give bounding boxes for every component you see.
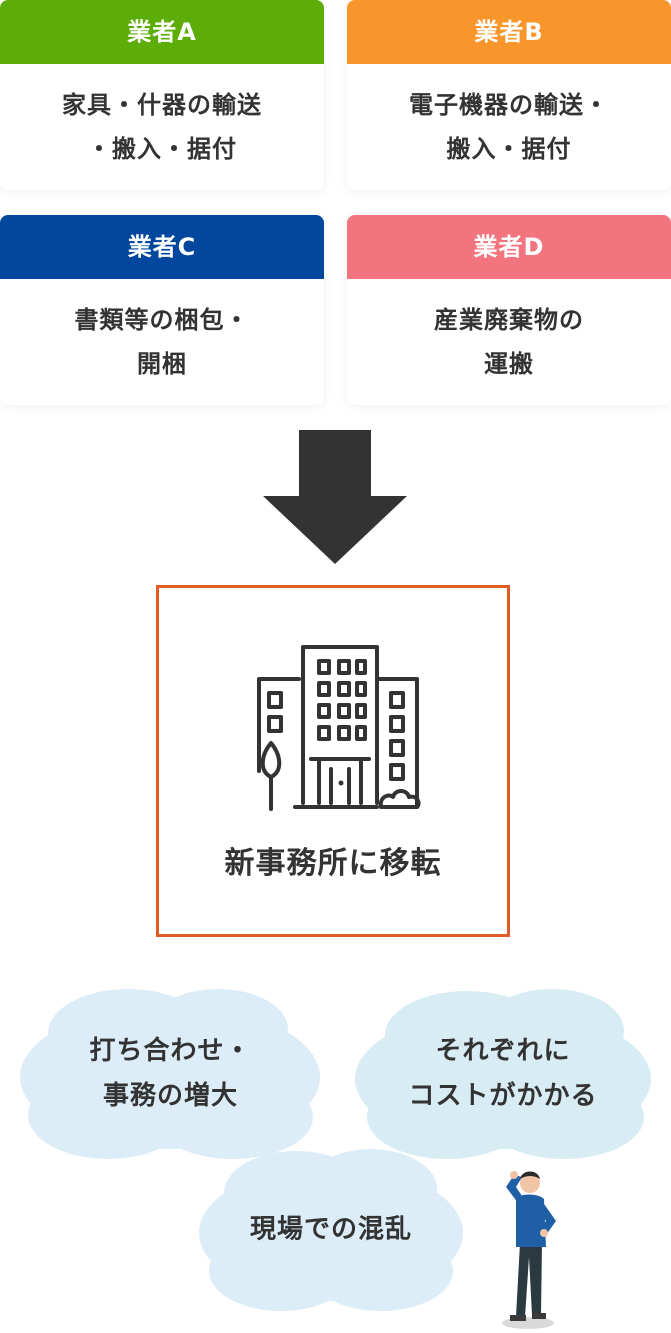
destination-box: 新事務所に移転	[156, 585, 510, 937]
cloud-shape	[199, 1149, 463, 1311]
cloud-shape	[355, 989, 651, 1159]
worried-person-icon	[502, 1171, 556, 1329]
vendor-card-text: 家具・什器の輸送 ・搬入・据付	[62, 91, 262, 163]
office-building-icon	[257, 645, 421, 811]
vendor-card-text: 電子機器の輸送・ 搬入・据付	[409, 91, 609, 163]
problem-text: 現場での混乱	[249, 1214, 412, 1245]
problem-cloud: それぞれに コストがかかる	[352, 985, 654, 1163]
vendor-card-title: 業者C	[0, 215, 324, 279]
problem-cloud: 現場での混乱	[196, 1145, 466, 1315]
problem-text: それぞれに コストがかかる	[408, 1036, 598, 1111]
vendor-card-title: 業者A	[0, 0, 324, 64]
destination-label: 新事務所に移転	[224, 846, 442, 881]
vendor-card-a: 業者A 家具・什器の輸送 ・搬入・据付	[0, 0, 324, 190]
vendor-card-d: 業者D 産業廃棄物の 運搬	[347, 215, 671, 405]
cloud-shape	[20, 989, 320, 1159]
vendor-card-c: 業者C 書類等の梱包・ 開梱	[0, 215, 324, 405]
problem-cloud: 打ち合わせ・ 事務の増大	[18, 985, 323, 1163]
down-arrow-icon	[263, 430, 407, 564]
problem-text: 打ち合わせ・ 事務の増大	[89, 1036, 252, 1111]
vendor-card-title: 業者B	[347, 0, 671, 64]
vendor-card-text: 書類等の梱包・ 開梱	[74, 306, 250, 378]
vendor-card-text: 産業廃棄物の 運搬	[434, 306, 584, 378]
vendor-card-title: 業者D	[347, 215, 671, 279]
vendor-card-b: 業者B 電子機器の輸送・ 搬入・据付	[347, 0, 671, 190]
